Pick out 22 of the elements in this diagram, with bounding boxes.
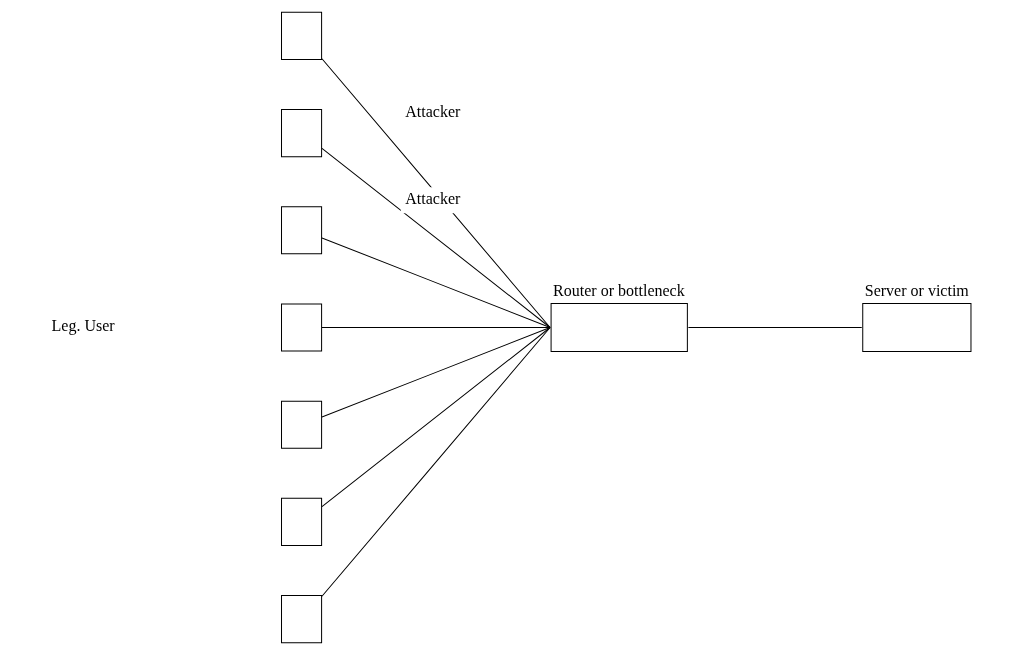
connector [321, 327, 551, 418]
node-box [280, 303, 322, 352]
connector [321, 147, 551, 328]
connector [321, 327, 551, 597]
edge-label: Attacker [404, 190, 460, 208]
node-box [550, 302, 688, 353]
node-box [280, 206, 322, 255]
node-box [280, 109, 322, 158]
node-box [280, 11, 322, 60]
connector [321, 327, 551, 508]
node-box [280, 497, 322, 546]
connector [687, 327, 862, 328]
node-box [861, 302, 971, 353]
node-box [280, 595, 322, 644]
node-box [280, 400, 322, 449]
connector [321, 58, 551, 328]
node-label: Server or victim [864, 282, 969, 300]
connector [321, 237, 551, 328]
edge-label: Attacker [404, 102, 460, 120]
connector [321, 327, 551, 328]
label: Leg. User [51, 317, 115, 335]
node-label: Router or bottleneck [552, 282, 685, 300]
